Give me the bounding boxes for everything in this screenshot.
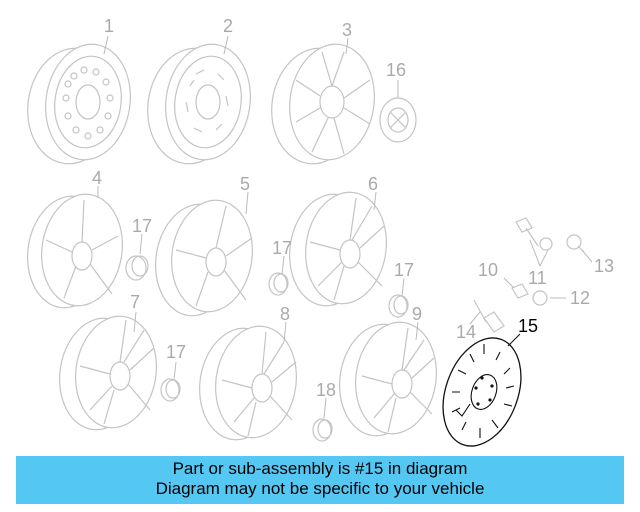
callout-13: 13	[594, 256, 614, 276]
wheel-cap-18	[312, 418, 333, 442]
callout-3: 3	[342, 20, 352, 40]
callout-15: 15	[518, 316, 538, 336]
callout-6: 6	[368, 174, 378, 194]
wheel-cap-17a	[125, 255, 149, 281]
callout-17b: 17	[272, 238, 292, 258]
callout-5: 5	[240, 174, 250, 194]
wheel-cover-15	[442, 337, 522, 447]
valve-cap-13	[566, 234, 585, 253]
callout-17c: 17	[394, 260, 414, 280]
center-cap-16	[379, 97, 417, 143]
wheel-cap-17b	[268, 272, 289, 296]
caption-line-1: Part or sub-assembly is #15 in diagram	[172, 459, 468, 478]
callout-8: 8	[280, 304, 290, 324]
callout-17d: 17	[166, 342, 186, 362]
callout-16: 16	[386, 60, 406, 80]
callout-12: 12	[570, 288, 590, 308]
callout-2: 2	[223, 16, 233, 36]
callout-7: 7	[130, 292, 140, 312]
wheel-4-alloy	[27, 193, 123, 309]
valve-cap-12	[532, 290, 548, 306]
callout-labels: 1 2 3 16 4 17 5 6 17 17 7 17 8 18 9 10 1…	[92, 16, 614, 400]
wheel-1-steel	[27, 43, 131, 165]
caption-banner: Part or sub-assembly is #15 in diagram D…	[16, 456, 624, 504]
wheel-8-alloy	[199, 325, 297, 441]
callout-10: 10	[478, 260, 498, 280]
tpms-sensor-14	[473, 299, 505, 333]
wheel-9-alloy	[339, 321, 437, 437]
callout-18: 18	[316, 380, 336, 400]
callout-4: 4	[92, 168, 102, 188]
wheel-6-alloy	[289, 191, 387, 307]
wheel-5-alloy	[155, 199, 253, 317]
caption-line-2: Diagram may not be specific to your vehi…	[155, 479, 485, 498]
callout-11: 11	[528, 268, 547, 288]
wheel-3-alloy	[271, 43, 375, 165]
callout-1: 1	[104, 16, 114, 36]
callout-17a: 17	[132, 216, 152, 236]
callout-14: 14	[456, 322, 476, 342]
valve-stem-11	[515, 217, 553, 251]
callout-9: 9	[412, 304, 422, 324]
wheel-2-steel	[147, 43, 251, 165]
valve-nut-10	[511, 283, 529, 299]
wheel-cap-17d	[160, 378, 181, 402]
wheel-7-alloy	[59, 315, 157, 431]
wheel-cap-17c	[388, 294, 409, 318]
